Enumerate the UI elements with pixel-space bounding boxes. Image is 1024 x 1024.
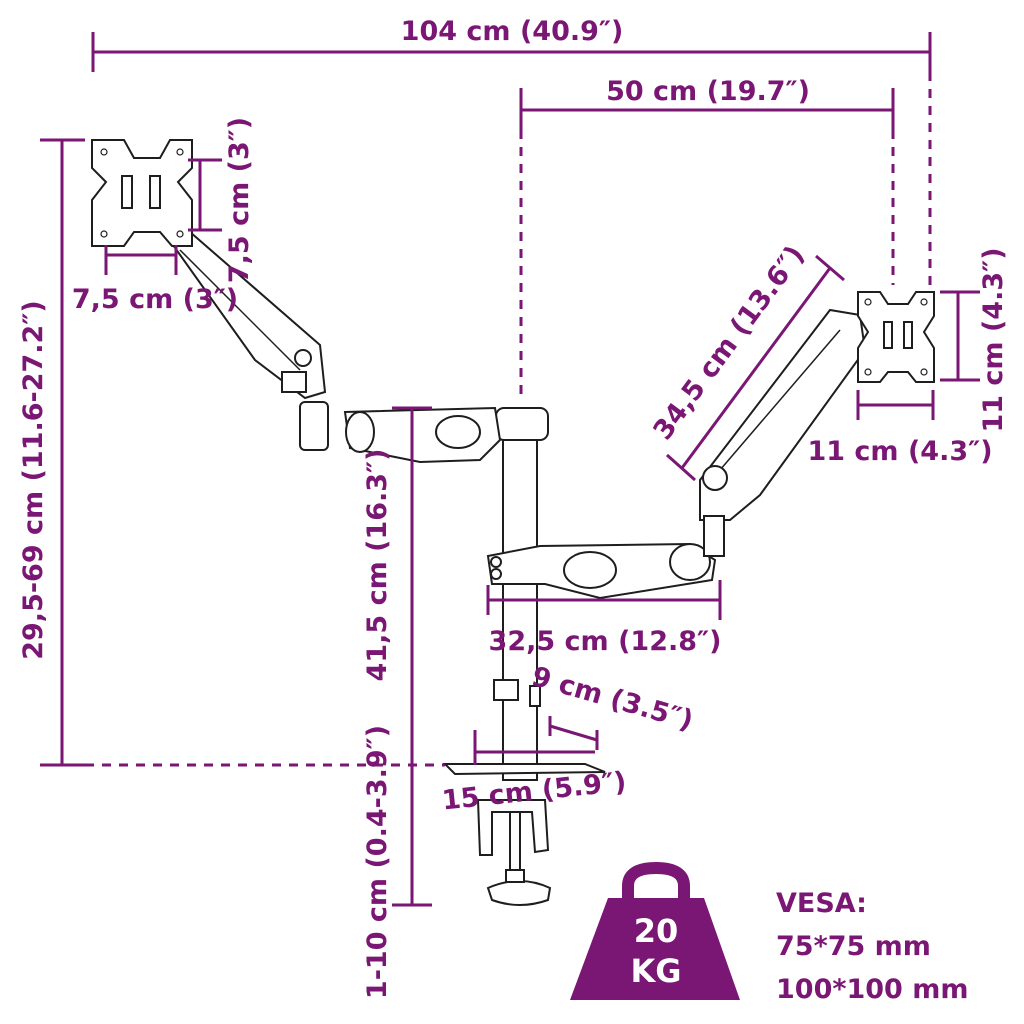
desk-clamp: [476, 799, 552, 906]
pole-height-label: 41,5 cm (16.3″): [362, 449, 393, 682]
right-plate-height-label: 11 cm (4.3″): [978, 247, 1009, 432]
right-vesa-plate: [857, 291, 935, 383]
right-lower-arm: [486, 542, 717, 600]
cable-clip: [493, 679, 519, 701]
base-plate: [442, 763, 606, 776]
pole-top-cap: [495, 407, 549, 441]
total-height-label: 29,5-69 cm (11.6-27.2″): [18, 300, 49, 660]
pole: [502, 409, 538, 781]
clamp-range-label: 1-10 cm (0.4-3.9″): [362, 725, 393, 999]
weight-value: 20: [634, 912, 679, 950]
mount-drawing: [91, 139, 935, 906]
right-plate-width-label: 11 cm (4.3″): [807, 436, 992, 467]
overall-width-label: 104 cm (40.9″): [401, 16, 624, 47]
vesa-title: VESA:: [776, 888, 867, 919]
lower-arm-label: 32,5 cm (12.8″): [489, 626, 722, 657]
left-lower-arm: [299, 401, 502, 464]
right-upper-arm: [699, 308, 867, 557]
weight-icon: 20 KG: [570, 861, 740, 1000]
reach-right-label: 50 cm (19.7″): [606, 76, 810, 107]
vesa-size-75: 75*75 mm: [776, 931, 931, 962]
vesa-size-100: 100*100 mm: [776, 974, 969, 1005]
dimension-lines: [40, 32, 980, 907]
left-plate-height-label: 7,5 cm (3″): [224, 117, 255, 283]
cable-clip-tab: [529, 685, 541, 707]
weight-unit: KG: [630, 952, 681, 990]
left-plate-width-label: 7,5 cm (3″): [72, 284, 238, 315]
base-depth-label: 9 cm (3.5″): [528, 661, 696, 737]
left-vesa-plate: [91, 139, 193, 247]
